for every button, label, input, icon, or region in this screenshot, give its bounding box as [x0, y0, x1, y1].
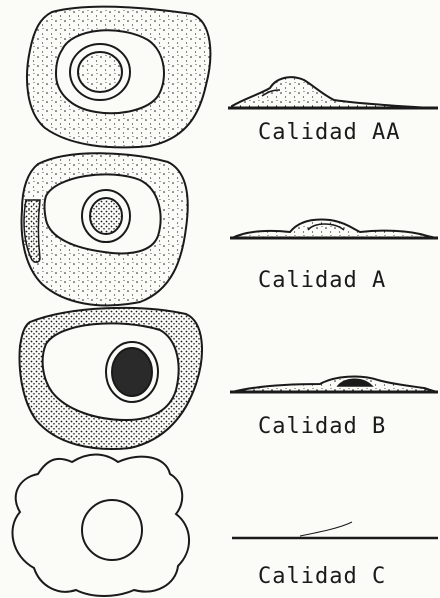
egg-aa-side-profile [228, 77, 438, 108]
egg-aa-yolk [78, 52, 122, 92]
egg-a-side-profile [230, 220, 438, 239]
egg-b-top-view [20, 308, 202, 449]
grade-c-label: Calidad C [258, 564, 386, 589]
egg-a-yolk [90, 198, 122, 234]
grade-aa-label: Calidad AA [258, 120, 400, 145]
egg-b-side-profile [230, 377, 438, 392]
egg-aa-top-view [27, 7, 210, 148]
egg-c-top-view [12, 455, 189, 597]
egg-c-profile-flat [300, 522, 352, 536]
grade-b-label: Calidad B [258, 414, 386, 439]
grade-a-label: Calidad A [258, 268, 386, 293]
egg-a-top-view [22, 153, 188, 305]
egg-c-yolk [82, 500, 142, 560]
egg-a-profile-outline [232, 220, 438, 239]
egg-aa-profile-outline [232, 77, 430, 108]
egg-b-profile-outline [232, 377, 438, 392]
egg-c-side-profile [232, 522, 438, 538]
egg-b-yolk [112, 348, 152, 396]
egg-c-outer-albumen [12, 455, 189, 597]
